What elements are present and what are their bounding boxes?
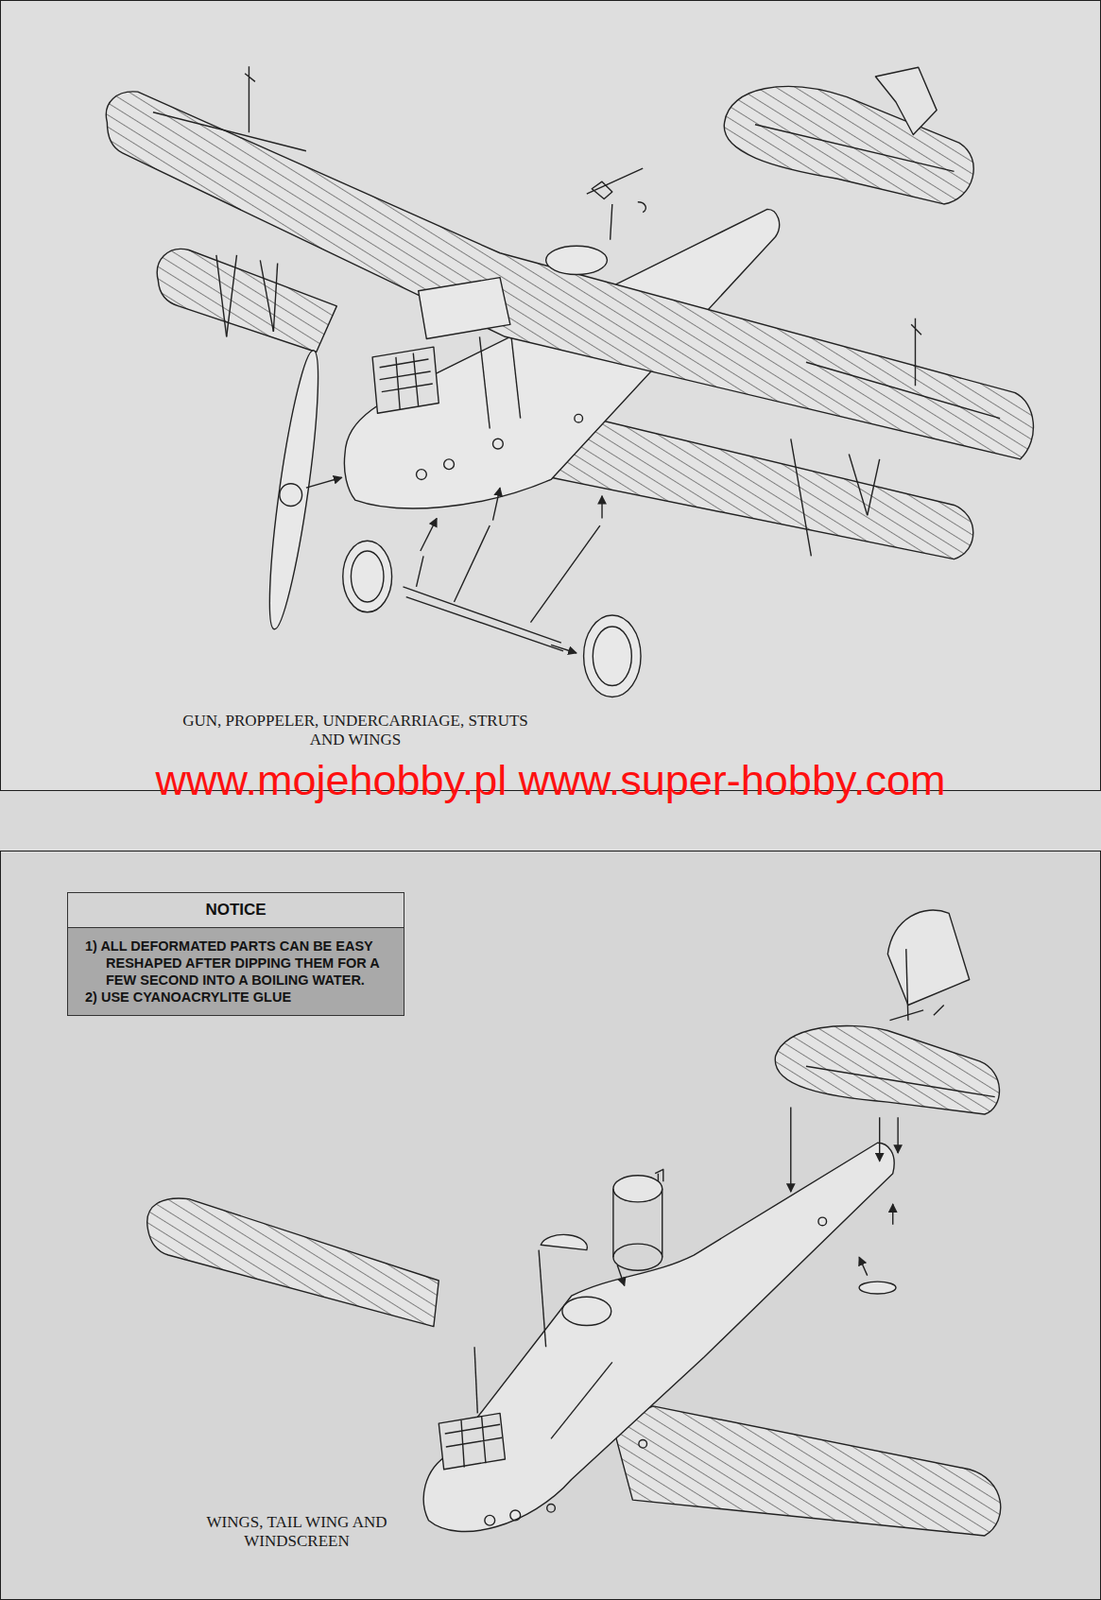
step-caption: GUN, PROPPELER, UNDERCARRIAGE, STRUTS AN… — [180, 711, 531, 750]
step-caption: WINGS, TAIL WING AND WINDSCREEN — [202, 1513, 392, 1551]
watermark: www.mojehobby.pl www.super-hobby.com — [0, 756, 1101, 806]
notice-box: NOTICE1) ALL DEFORMATED PARTS CAN BE EAS… — [67, 892, 405, 1016]
notice-heading: NOTICE — [68, 893, 404, 929]
instruction-panel: WINGS, TAIL WING AND WINDSCREEN NOTICE1) … — [0, 850, 1101, 1600]
notice-item: 1) ALL DEFORMATED PARTS CAN BE EASY RESH… — [68, 928, 404, 989]
notice-item: 2) USE CYANOACRYLITE GLUE — [68, 988, 404, 1015]
instruction-panel: GUN, PROPPELER, UNDERCARRIAGE, STRUTS AN… — [0, 0, 1101, 792]
